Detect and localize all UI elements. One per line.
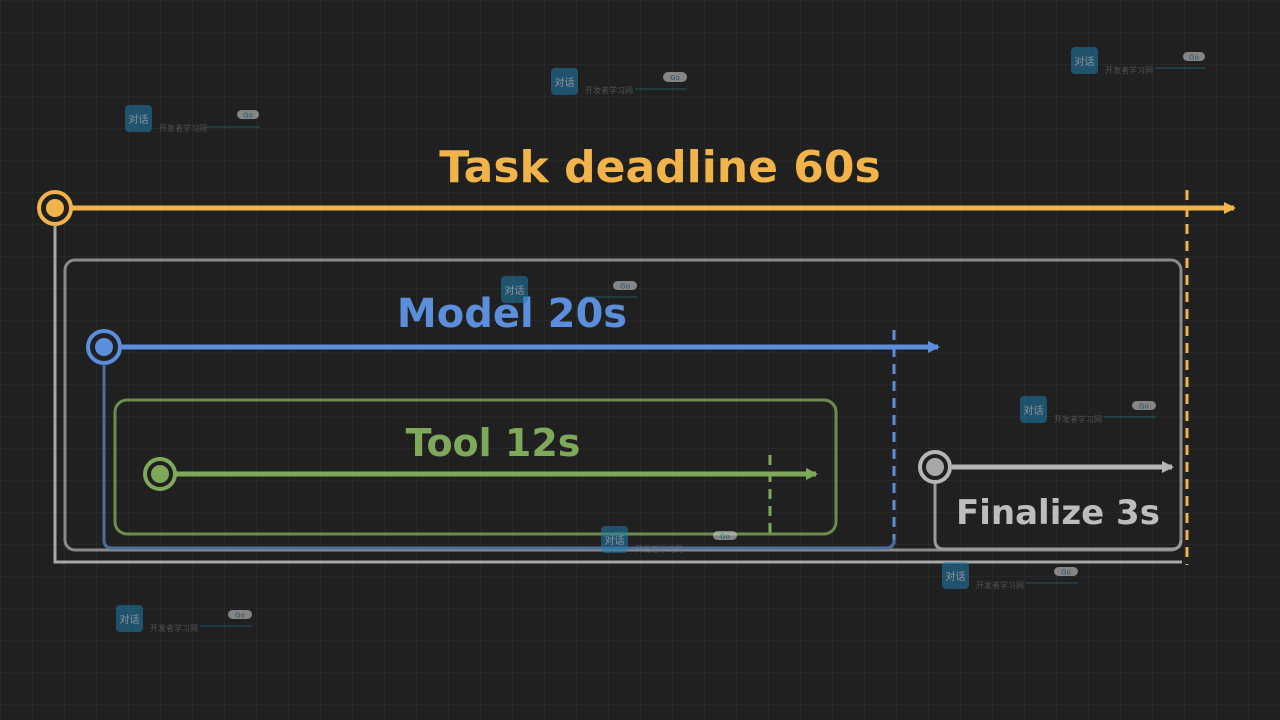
watermark-subtitle: 开发者学习网 [976, 580, 1024, 590]
task-start-dot [46, 199, 64, 217]
watermark-layer: 对话 Go 开发者学习网 对话 Go 开发者学习网 对话 Go 开发者学习网 [116, 47, 1205, 633]
watermark-logo-text: 对话 [605, 534, 625, 547]
watermark-badge: Go [1189, 54, 1199, 62]
task-scope-connector [53, 225, 1182, 564]
watermark-logo-text: 对话 [1024, 404, 1044, 417]
watermark: 对话 Go 开发者学习网 [125, 105, 260, 133]
task-deadline-group: Task deadline 60s [37, 142, 1236, 565]
finalize-group: Finalize 3s [918, 450, 1183, 551]
finalize-label: Finalize 3s [956, 493, 1160, 533]
watermark-badge: Go [720, 533, 730, 541]
watermark-logo-text: 对话 [555, 76, 575, 89]
tool-label: Tool 12s [406, 421, 581, 465]
watermark: 对话 Go 开发者学习网 [942, 562, 1078, 590]
watermark: 对话 Go 开发者学习网 [551, 68, 687, 95]
watermark: 对话 Go 开发者学习网 [601, 526, 737, 554]
watermark-badge: Go [243, 112, 253, 120]
task-deadline-label: Task deadline 60s [439, 142, 880, 193]
model-scope-box [102, 364, 896, 550]
watermark: 对话 Go 开发者学习网 [116, 605, 252, 633]
tool-group: Tool 12s [113, 398, 838, 536]
watermark: 对话 Go 开发者学习网 [1020, 396, 1156, 424]
watermark: 对话 Go 开发者学习网 [1071, 47, 1205, 75]
watermark: 对话 Go [501, 276, 637, 303]
watermark-subtitle: 开发者学习网 [635, 544, 683, 554]
watermark-logo-text: 对话 [129, 113, 149, 126]
watermark-subtitle: 开发者学习网 [1054, 414, 1102, 424]
watermark-logo-text: 对话 [946, 570, 966, 583]
watermark-badge: Go [670, 74, 680, 82]
watermark-badge: Go [1139, 403, 1149, 411]
tool-start-dot [151, 465, 169, 483]
watermark-logo-text: 对话 [120, 613, 140, 626]
watermark-subtitle: 开发者学习网 [150, 623, 198, 633]
finalize-scope-box [933, 484, 1183, 551]
watermark-subtitle: 开发者学习网 [1105, 65, 1153, 75]
watermark-subtitle: 开发者学习网 [585, 85, 633, 95]
model-start-dot [95, 338, 113, 356]
watermark-subtitle: 开发者学习网 [159, 123, 207, 133]
tool-scope-box [113, 398, 838, 536]
watermark-logo-text: 对话 [505, 284, 525, 297]
watermark-badge: Go [235, 612, 245, 620]
finalize-start-dot [926, 458, 944, 476]
watermark-badge: Go [1061, 569, 1071, 577]
model-group: Model 20s [86, 291, 940, 550]
watermark-badge: Go [620, 283, 630, 291]
watermark-logo-text: 对话 [1075, 55, 1095, 68]
